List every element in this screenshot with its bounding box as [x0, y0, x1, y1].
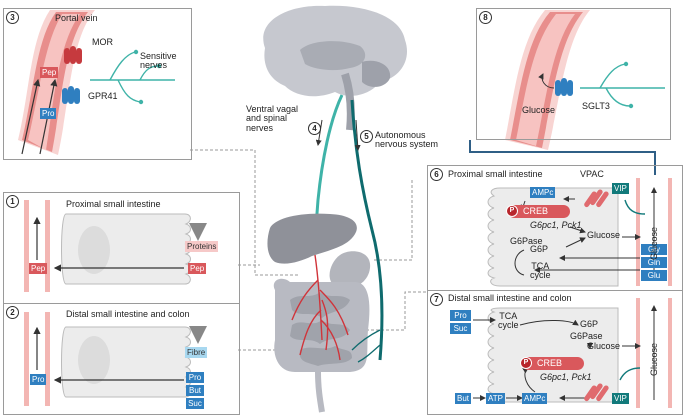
panel-3-title: Portal vein — [55, 13, 98, 23]
p-circle: P — [506, 205, 518, 217]
vpac-label: VPAC — [580, 169, 604, 179]
g6p-label: G6P — [580, 319, 599, 329]
blood-vessels — [291, 254, 349, 361]
panel-8 — [476, 8, 671, 140]
liver — [267, 213, 357, 264]
panel-7-title: Distal small intestine and colon — [448, 293, 572, 303]
mor-receptor — [64, 46, 82, 64]
g6p-label: G6P — [530, 244, 549, 254]
panel-2-graphics — [24, 312, 207, 406]
ampc-box: AMPc — [530, 187, 556, 198]
panel-6-title: Proximal small intestine — [448, 169, 543, 179]
tca-label: TCA cycle — [498, 311, 519, 331]
panel-2 — [3, 303, 240, 415]
atp-box: ATP — [486, 393, 505, 404]
g6pase-label: G6Pase — [510, 236, 543, 246]
panel-8-graphics — [505, 10, 665, 150]
pep-blood-box: Pep — [29, 263, 48, 274]
but-item-box: But — [186, 385, 204, 396]
panel-3 — [3, 8, 192, 160]
vagal-nerves-label: Ventral vagal and spinal nerves — [246, 104, 299, 133]
vip-box: VIP — [612, 393, 629, 404]
sensitive-nerves-label: Sensitive nerves — [140, 51, 177, 71]
gln-box: Gln — [641, 257, 667, 268]
panel-1-title: Proximal small intestine — [66, 199, 161, 209]
autonomous-nerve — [350, 99, 384, 361]
gpr41-receptor — [62, 86, 80, 104]
creb-pill — [522, 357, 584, 370]
panel-6-number: 6 — [430, 168, 443, 181]
panel-2-number: 2 — [6, 306, 19, 319]
panel-7-graphics — [473, 298, 672, 408]
panel-8-number: 8 — [479, 11, 492, 24]
mor-label: MOR — [92, 37, 113, 47]
step-4-number: 4 — [308, 122, 321, 135]
stomach — [329, 251, 371, 289]
suc-item-box: Suc — [186, 398, 204, 409]
panel-7 — [427, 290, 683, 415]
sensitive-nerve — [90, 51, 175, 103]
creb-label: CREB — [523, 206, 549, 216]
pro-blood-box: Pro — [30, 374, 47, 385]
pep-in-box: Pep — [188, 263, 207, 274]
creb-pill — [508, 205, 570, 218]
proteins-box: Proteins — [185, 241, 219, 252]
suc-box: Suc — [450, 323, 471, 334]
pep-box: Pep — [40, 67, 59, 78]
gpr41-label: GPR41 — [88, 91, 118, 101]
gly-box: Gly — [641, 244, 667, 255]
panel-7-number: 7 — [430, 293, 443, 306]
g6pase-label: G6Pase — [570, 331, 603, 341]
intestines — [273, 278, 370, 413]
but-box: But — [455, 393, 472, 404]
glucose-vertical-label: Glucose — [649, 226, 659, 260]
autonomous-label: Autonomous nervous system — [375, 130, 439, 150]
genes-label: G6pc1, Pck1 — [530, 220, 582, 230]
pro-box: Pro — [40, 108, 57, 119]
vagal-nerve — [313, 94, 344, 241]
vip-box: VIP — [612, 183, 629, 194]
tca-label: TCA cycle — [530, 261, 551, 281]
pro-item-box: Pro — [186, 372, 204, 383]
panel-1-graphics — [24, 200, 207, 292]
panel-1-number: 1 — [6, 195, 19, 208]
glucose-vertical-label: Glucose — [649, 342, 659, 376]
fibre-box: Fibre — [185, 347, 208, 358]
glucose-label: Glucose — [587, 230, 621, 240]
sglt3-label: SGLT3 — [582, 101, 610, 111]
glucose-label: Glucose — [587, 341, 621, 351]
genes-label: G6pc1, Pck1 — [540, 372, 592, 382]
creb-label: CREB — [537, 358, 563, 368]
brain — [263, 5, 408, 131]
panel-2-title: Distal small intestine and colon — [66, 309, 190, 319]
ampc-box: AMPc — [522, 393, 548, 404]
p-circle: P — [520, 357, 532, 369]
glucose-label: Glucose — [522, 105, 556, 115]
pro-box: Pro — [450, 310, 471, 321]
step-5-number: 5 — [360, 130, 373, 143]
glu-box: Glu — [641, 270, 667, 281]
panel-3-number: 3 — [6, 11, 19, 24]
